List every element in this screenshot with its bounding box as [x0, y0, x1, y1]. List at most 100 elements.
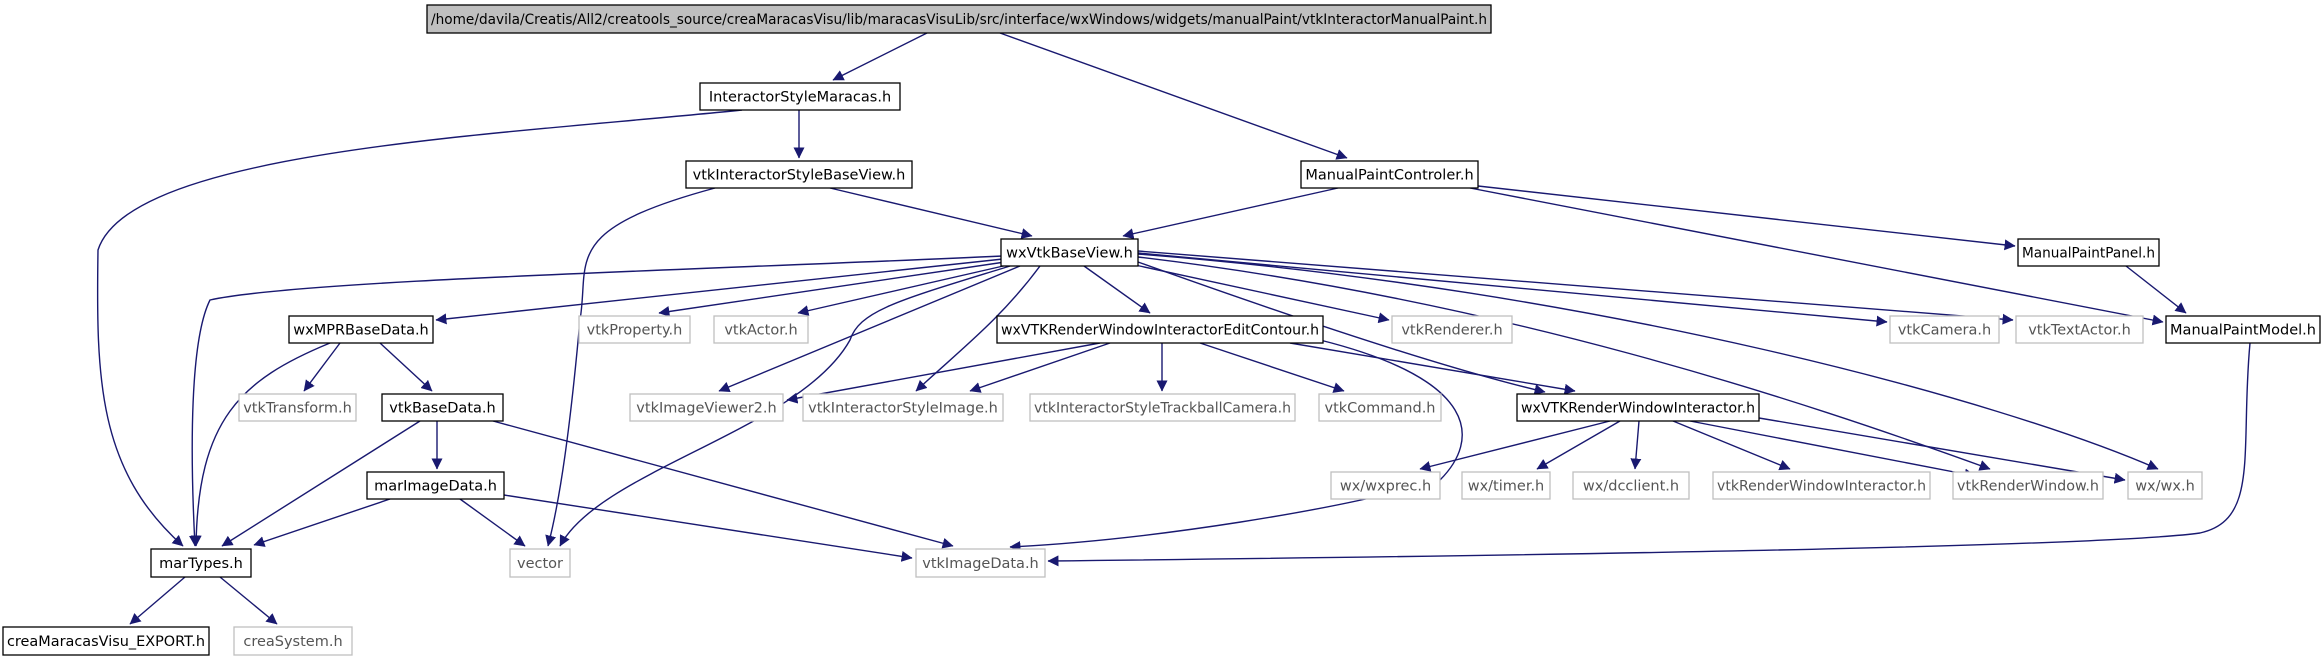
- edge-arrow: [797, 263, 1013, 317]
- edge-wxrwi-to-wxwx: [1758, 417, 2126, 484]
- node-box: [2017, 238, 2160, 267]
- node-cmvexp[interactable]: creaMaracasVisu_EXPORT.h: [2, 626, 210, 656]
- edge-arrow: [1137, 261, 1546, 395]
- node-label: vtkImageViewer2.h: [636, 401, 776, 417]
- edge-wxvbv-to-vactor: [797, 263, 1013, 317]
- node-box: [699, 82, 901, 111]
- node-label: wxVtkBaseView.h: [1006, 246, 1133, 262]
- node-box: [1516, 393, 1760, 422]
- edge-wxvbv-to-viv2: [718, 265, 1021, 393]
- edge-mid-to-vector: [459, 498, 526, 547]
- node-ism[interactable]: InteractorStyleMaracas.h: [699, 82, 901, 111]
- edge-arrow: [1469, 187, 2164, 326]
- edge-mid-to-martypes: [253, 498, 391, 547]
- node-box: [1952, 471, 2104, 500]
- dependency-edges: [96, 32, 2251, 625]
- node-wxrwi[interactable]: wxVTKRenderWindowInteractor.h: [1516, 393, 1760, 422]
- edge-wxrwiec-to-vid: [1009, 339, 1463, 552]
- node-label: vtkBaseData.h: [389, 401, 495, 417]
- node-box: [1461, 471, 1551, 500]
- node-isbv[interactable]: vtkInteractorStyleBaseView.h: [685, 160, 913, 189]
- node-vrwi: vtkRenderWindowInteractor.h: [1712, 471, 1931, 500]
- node-label: wxVTKRenderWindowInteractorEditContour.h: [1001, 323, 1319, 339]
- node-label: vtkImageData.h: [922, 556, 1039, 572]
- node-martypes[interactable]: marTypes.h: [150, 548, 252, 578]
- node-label: vtkProperty.h: [587, 323, 683, 339]
- edge-arrow: [545, 187, 716, 547]
- edge-arrow: [1083, 265, 1151, 314]
- node-creasys: creaSystem.h: [233, 626, 353, 656]
- node-label: wxMPRBaseData.h: [293, 323, 429, 339]
- node-box: [1712, 471, 1931, 500]
- node-label: vtkInteractorStyleTrackballCamera.h: [1034, 401, 1291, 417]
- node-box: [426, 4, 1492, 34]
- node-vtrans: vtkTransform.h: [238, 393, 357, 422]
- edge-arrow: [503, 494, 913, 562]
- node-vcmd: vtkCommand.h: [1318, 393, 1442, 422]
- node-box: [1318, 393, 1442, 422]
- node-label: vtkInteractorStyleBaseView.h: [693, 168, 906, 184]
- edge-arrow: [1137, 256, 1991, 471]
- edge-martypes-to-cmvexp: [129, 576, 186, 625]
- node-label: ManualPaintControler.h: [1305, 168, 1473, 184]
- node-label: vtkTransform.h: [243, 401, 352, 417]
- edge-arrow: [379, 342, 433, 392]
- node-wxtimer: wx/timer.h: [1461, 471, 1551, 500]
- edge-arrow: [1477, 185, 2016, 251]
- edge-wxrwi-to-wxprec: [1419, 420, 1611, 472]
- edge-arrow: [1289, 342, 1576, 395]
- edge-ism-to-martypes: [96, 109, 743, 547]
- edge-wxvbv-to-visi: [915, 265, 1041, 392]
- edge-isbv-to-vector: [545, 187, 716, 547]
- node-vistc: vtkInteractorStyleTrackballCamera.h: [1029, 393, 1296, 422]
- node-box: [509, 548, 571, 578]
- edge-wxrwiec-to-viv2: [786, 342, 1101, 404]
- node-label: vtkRenderWindowInteractor.h: [1717, 479, 1926, 495]
- node-wxrwiec[interactable]: wxVTKRenderWindowInteractorEditContour.h: [996, 315, 1324, 344]
- node-wxdc: wx/dcclient.h: [1572, 471, 1690, 500]
- node-root[interactable]: /home/davila/Creatis/All2/creatools_sour…: [426, 4, 1492, 34]
- edge-arrow: [1122, 187, 1339, 240]
- node-vrw: vtkRenderWindow.h: [1952, 471, 2104, 500]
- edge-arrow: [221, 420, 421, 547]
- edge-mprbd-to-vtrans: [303, 342, 341, 392]
- node-label: vtkRenderWindow.h: [1957, 479, 2099, 495]
- node-label: vtkActor.h: [724, 323, 797, 339]
- edge-mpp-to-mpm: [2125, 265, 2187, 314]
- node-mpp[interactable]: ManualPaintPanel.h: [2017, 238, 2160, 267]
- node-box: [1889, 315, 2000, 344]
- node-wxvbv[interactable]: wxVtkBaseView.h: [1000, 238, 1139, 267]
- edge-wxrwi-to-wxdc: [1630, 420, 1642, 470]
- edge-isbv-to-wxvbv: [829, 187, 1033, 239]
- edge-arrow: [1689, 420, 1976, 480]
- node-mpc[interactable]: ManualPaintControler.h: [1300, 160, 1479, 189]
- node-box: [802, 393, 1004, 422]
- node-label: wx/timer.h: [1468, 479, 1545, 495]
- node-label: marImageData.h: [374, 479, 497, 495]
- edge-mprbd-to-martypes: [190, 342, 331, 547]
- edge-arrow: [915, 265, 1041, 392]
- node-wxprec: wx/wxprec.h: [1330, 471, 1441, 500]
- edge-arrow: [1758, 417, 2126, 484]
- node-vbd[interactable]: vtkBaseData.h: [381, 393, 504, 422]
- node-mprbd[interactable]: wxMPRBaseData.h: [288, 315, 434, 344]
- node-box: [1572, 471, 1690, 500]
- edge-arrow: [188, 255, 1004, 547]
- node-label: vtkInteractorStyleImage.h: [808, 401, 998, 417]
- edge-wxvbv-to-vtext: [1137, 250, 2014, 325]
- edge-wxrwi-to-wxtimer: [1536, 420, 1621, 470]
- edge-arrow: [492, 420, 954, 549]
- node-box: [2015, 315, 2144, 344]
- edge-arrow: [1047, 342, 2251, 567]
- file-nodes: /home/davila/Creatis/All2/creatools_sour…: [2, 4, 2321, 656]
- node-mid[interactable]: marImageData.h: [366, 471, 505, 500]
- node-vector: vector: [509, 548, 571, 578]
- edge-mprbd-to-vbd: [379, 342, 433, 392]
- edge-wxrwiec-to-wxrwi: [1289, 342, 1576, 395]
- edge-arrow: [786, 342, 1101, 404]
- node-mpm[interactable]: ManualPaintModel.h: [2165, 315, 2321, 344]
- node-label: ManualPaintPanel.h: [2022, 246, 2155, 262]
- edge-arrow: [1137, 253, 2159, 470]
- edge-arrow: [190, 342, 331, 547]
- node-label: wx/wx.h: [2135, 479, 2195, 495]
